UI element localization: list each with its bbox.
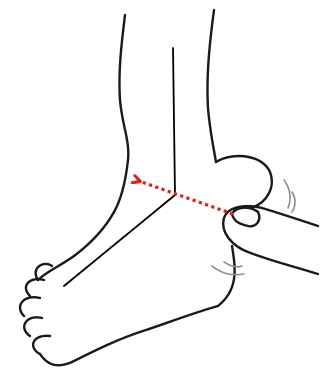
heel-lower-outline	[218, 246, 235, 306]
toe-5-outline	[33, 336, 50, 354]
leg-axis-line	[173, 48, 175, 195]
thumbnail-outline	[232, 208, 259, 227]
toe-4-outline	[24, 317, 42, 336]
motion-mark-upper-1	[284, 180, 290, 208]
motion-mark-upper-2	[292, 192, 295, 212]
heel-outline	[216, 156, 272, 208]
shin-front-outline	[38, 15, 128, 280]
toe-2-outline	[26, 279, 44, 296]
sole-outline	[40, 306, 218, 365]
toe-3-outline	[20, 297, 40, 316]
achilles-outline	[207, 10, 216, 162]
foot-axis-line	[64, 195, 175, 286]
thumb-outline	[223, 206, 318, 274]
pressure-direction-arrow	[136, 180, 233, 214]
